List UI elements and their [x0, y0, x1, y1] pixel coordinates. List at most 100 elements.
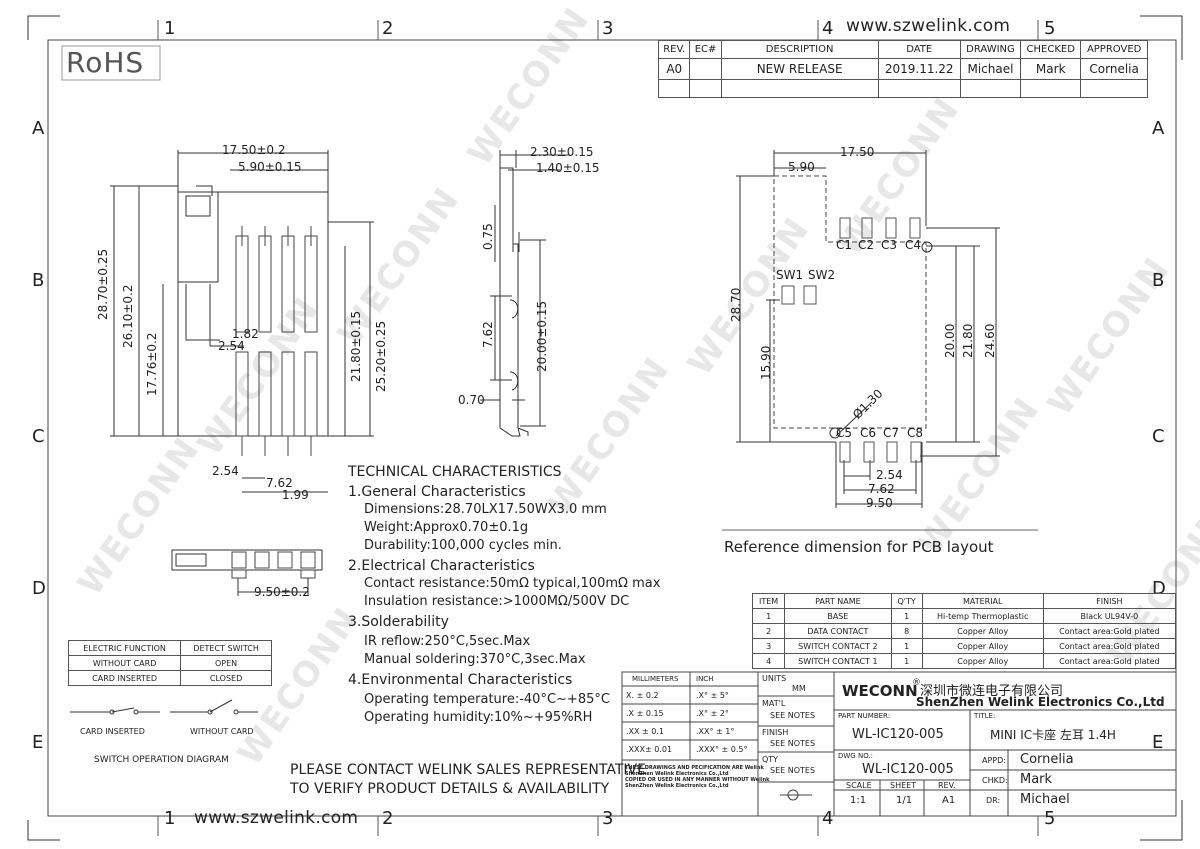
- grid-row-label: C: [1152, 426, 1165, 447]
- tb-units-label: UNITS: [762, 674, 787, 683]
- rev-cell: NEW RELEASE: [720, 58, 879, 80]
- tb-chkd-label: CHKD:: [982, 776, 1008, 785]
- fine-line: ShenZhen Welink Electronics Co.,Ltd: [625, 783, 729, 789]
- tol-fine-print: THESE DRAWINGS AND PECIFICATION ARE Weli…: [625, 765, 769, 789]
- tb-appd: Cornelia: [1020, 752, 1074, 767]
- tol-header-mm: MILLIMETERS: [632, 675, 679, 683]
- tech-item: Contact resistance:50mΩ typical,100mΩ ma…: [364, 576, 661, 591]
- tb-title: MINI IC卡座 左耳 1.4H: [990, 728, 1116, 742]
- switch-label-inserted: CARD INSERTED: [80, 727, 145, 736]
- tb-units-value: MM: [792, 684, 806, 693]
- dim-label: 21.80: [961, 323, 975, 358]
- dim-label: 9.50: [866, 496, 893, 510]
- tb-appd-label: APPD:: [982, 756, 1006, 765]
- fine-line: ShenZhen Welink Electronics Co.,Ltd: [625, 771, 729, 777]
- bom-cell: Copper Alloy: [921, 653, 1044, 669]
- switch-table: ELECTRIC FUNCTION DETECT SWITCH WITHOUT …: [67, 640, 272, 686]
- tb-dwg-label: DWG NO.:: [838, 752, 874, 760]
- dim-label: 17.50±0.2: [222, 143, 286, 157]
- rev-cell: Mark: [1020, 58, 1082, 80]
- rev-header: APPROVED: [1080, 40, 1148, 59]
- bom-cell: 8: [890, 623, 923, 639]
- switch-cell: OPEN: [180, 655, 272, 671]
- tb-chkd: Mark: [1020, 772, 1053, 787]
- bom-cell: BASE: [784, 608, 892, 624]
- dim-label: 21.80±0.15: [349, 310, 363, 382]
- bom-cell: SWITCH CONTACT 2: [784, 638, 892, 654]
- tech-item: IR reflow:250°C,5sec.Max: [364, 634, 531, 649]
- tech-item: Operating humidity:10%~+95%RH: [364, 710, 593, 725]
- frame-corner-marks: [27, 15, 1183, 841]
- bom-cell: 1: [890, 638, 923, 654]
- switch-label: SW2: [808, 268, 836, 282]
- dim-label: 24.60: [983, 323, 997, 358]
- tech-line: 1.General Characteristics Dimensions:28.…: [348, 483, 660, 727]
- tech-item: Insulation resistance:>1000MΩ/500V DC: [364, 594, 630, 609]
- dim-label: 2.54: [218, 339, 245, 353]
- dim-label: 0.70: [458, 393, 485, 407]
- dim-label: 15.90: [759, 345, 773, 380]
- dim-label: 5.90: [788, 160, 815, 174]
- tech-title: TECHNICAL CHARACTERISTICS: [348, 464, 562, 480]
- grid-col-label: 3: [602, 18, 614, 39]
- bom-cell: Hi-temp Thermoplastic: [921, 608, 1044, 624]
- notice-line-2: TO VERIFY PRODUCT DETAILS & AVAILABILITY: [290, 781, 610, 797]
- dim-label: 2.30±0.15: [530, 145, 594, 159]
- tol-inch: .XXX° ± 0.5°: [696, 745, 748, 754]
- fine-line: COPIED OR USED IN ANY MANNER WITHOUT Wel…: [625, 777, 770, 783]
- grid-row-label: E: [1152, 732, 1164, 753]
- pad-label: C1: [836, 238, 853, 252]
- rohs-mark: RoHS: [66, 46, 145, 79]
- bom-cell: Contact area:Gold plated: [1042, 638, 1177, 654]
- grid-col-label: 1: [164, 18, 176, 39]
- dim-label: 26.10±0.2: [121, 284, 135, 349]
- pad-label: C5: [836, 426, 853, 440]
- bom-cell: Copper Alloy: [921, 623, 1044, 639]
- front-view: [110, 150, 374, 493]
- grid-col-label: 4: [822, 808, 834, 829]
- tb-sheet: 1/1: [896, 795, 913, 806]
- grid-row-label: C: [32, 426, 45, 447]
- tol-inch: .X° ± 2°: [696, 709, 729, 718]
- tol-mm: .XXX± 0.01: [626, 745, 673, 754]
- tb-scale-label: SCALE: [846, 781, 872, 790]
- rev-header: DATE: [877, 40, 961, 59]
- rev-header: DESCRIPTION: [720, 40, 879, 59]
- zone-ticks: [157, 20, 1039, 836]
- grid-col-label: 5: [1044, 808, 1056, 829]
- rev-header: DRAWING: [959, 40, 1022, 59]
- rev-cell: 2019.11.22: [877, 58, 961, 80]
- tech-heading: 3.Solderability: [348, 614, 449, 630]
- bom-cell: DATA CONTACT: [784, 623, 892, 639]
- bom-header: Q'TY: [890, 593, 923, 609]
- fine-line: THESE DRAWINGS AND PECIFICATION ARE Weli…: [625, 765, 764, 771]
- pad-label: C8: [907, 426, 924, 440]
- dim-label: 2.54: [876, 468, 903, 482]
- notice-line-1: PLEASE CONTACT WELINK SALES REPRESENTATI…: [290, 762, 646, 778]
- tech-block: TECHNICAL CHARACTERISTICS 1.General Char…: [348, 463, 660, 727]
- bom-cell: Black UL94V-0: [1042, 608, 1177, 624]
- switch-label: SW1: [776, 268, 804, 282]
- grid-row-label: E: [32, 732, 44, 753]
- tb-part-label: PART NUMBER:: [838, 712, 891, 720]
- bom-cell: Contact area:Gold plated: [1042, 623, 1177, 639]
- pad-label: C4: [905, 238, 922, 252]
- bom-header: MATERIAL: [921, 593, 1044, 609]
- switch-header: ELECTRIC FUNCTION: [67, 640, 182, 656]
- dim-label: 20.00: [943, 323, 957, 358]
- company-name-cn: 深圳市微连电子有限公司: [920, 684, 1064, 699]
- tb-rev: A1: [942, 795, 956, 806]
- dim-label: 9.50±0.2: [254, 585, 310, 599]
- tol-mm: .XX ± 0.1: [626, 727, 665, 736]
- side-view: [480, 150, 570, 437]
- grid-row-label: D: [32, 578, 46, 599]
- dim-label: 5.90±0.15: [238, 160, 302, 174]
- tb-qty-label: QTY: [762, 755, 779, 764]
- dim-label: 1.40±0.15: [536, 161, 600, 175]
- website-top: www.szwelink.com: [846, 16, 1011, 36]
- company-logo: WECONN: [842, 682, 918, 700]
- tb-rev-label: REV.: [938, 781, 956, 790]
- bom-header: FINISH: [1042, 593, 1177, 609]
- revision-table: REV. EC# DESCRIPTION DATE DRAWING CHECKE…: [657, 40, 1148, 98]
